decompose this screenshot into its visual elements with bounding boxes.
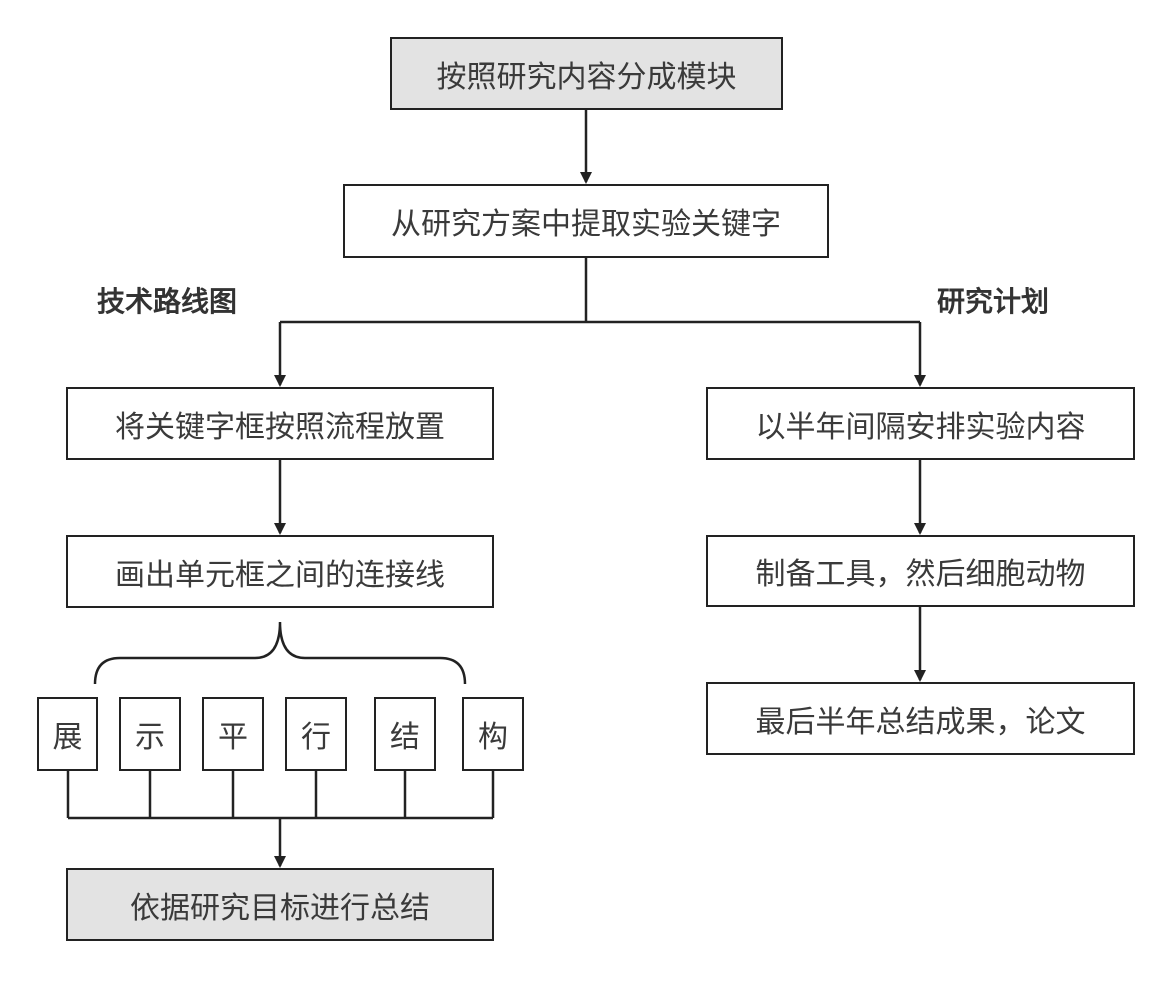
- left-step-1: 将关键字框按照流程放置: [66, 387, 494, 460]
- right-step-1: 以半年间隔安排实验内容: [706, 387, 1135, 460]
- char-box: 平: [202, 697, 264, 771]
- curly-brace: [93, 621, 467, 685]
- research-plan-label: 研究计划: [937, 285, 1050, 318]
- char-box: 行: [285, 697, 347, 771]
- extract-keywords-box: 从研究方案中提取实验关键字: [343, 184, 829, 258]
- technical-roadmap-label: 技术路线图: [97, 285, 238, 318]
- char-box: 示: [119, 697, 181, 771]
- right-step-2: 制备工具，然后细胞动物: [706, 535, 1135, 607]
- left-step-2: 画出单元框之间的连接线: [66, 535, 494, 608]
- top-box: 按照研究内容分成模块: [390, 37, 783, 110]
- char-box: 结: [374, 697, 436, 771]
- char-box: 展: [37, 697, 98, 771]
- char-box: 构: [462, 697, 524, 771]
- summary-box: 依据研究目标进行总结: [66, 868, 494, 941]
- right-step-3: 最后半年总结成果，论文: [706, 682, 1135, 755]
